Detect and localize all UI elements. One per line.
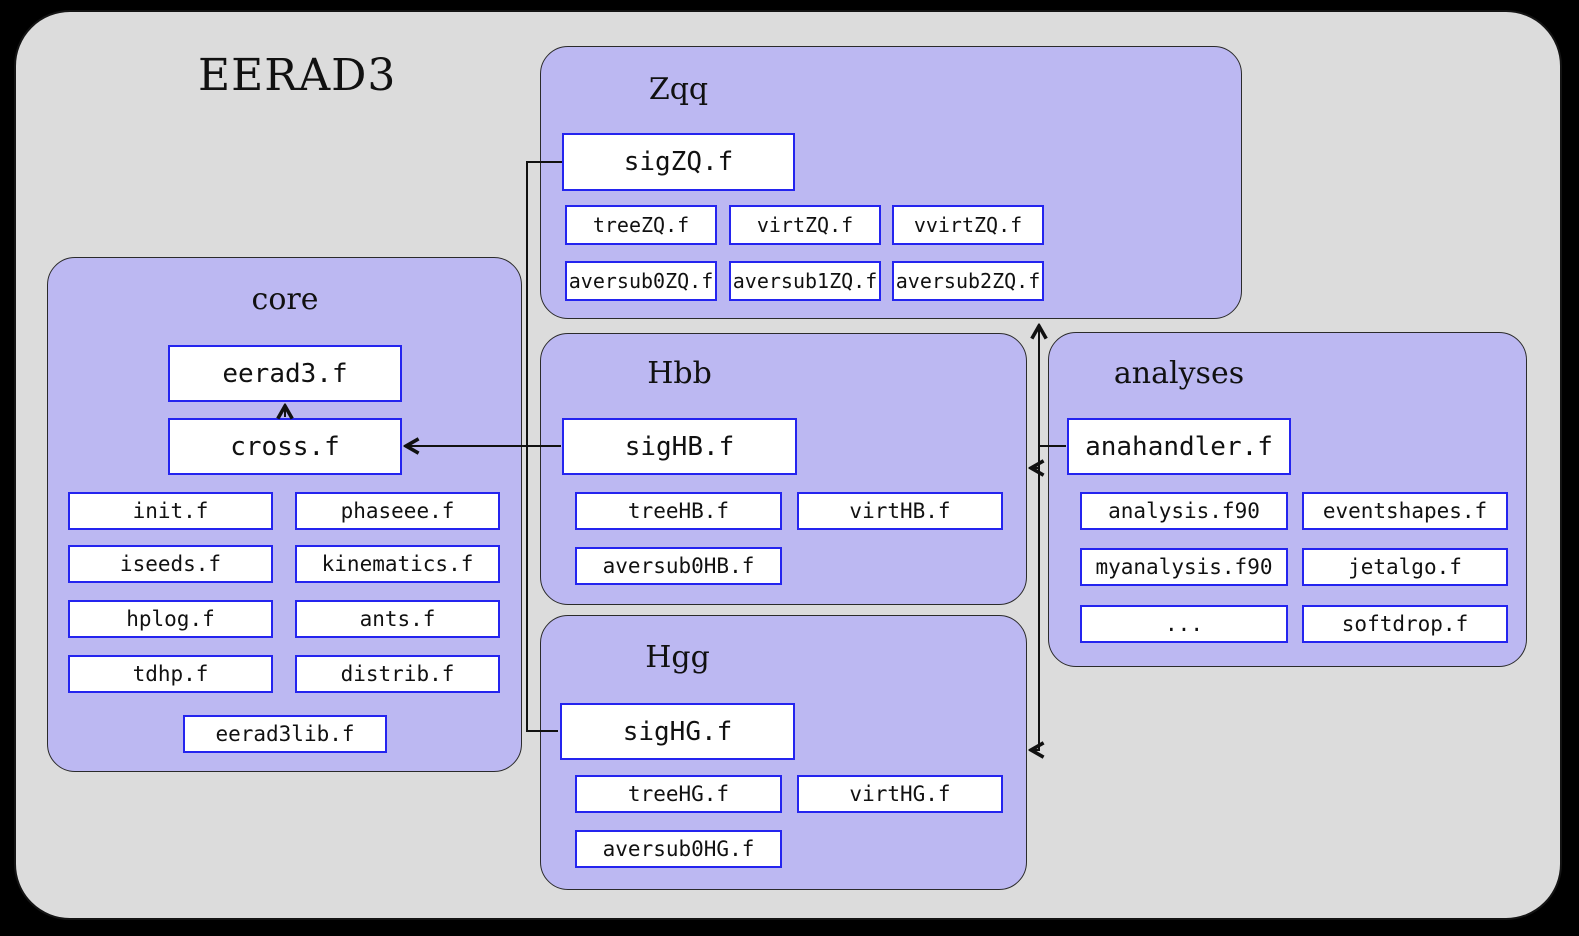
node-eerad3-f: eerad3.f [168, 345, 402, 402]
node-aversub0hb-f: aversub0HB.f [575, 547, 782, 585]
node-treehb-f: treeHB.f [575, 492, 782, 530]
node-eerad3lib-f: eerad3lib.f [183, 715, 387, 753]
node-distrib-f: distrib.f [295, 655, 500, 693]
node-aversub0zq-f: aversub0ZQ.f [565, 261, 717, 301]
node-hplog-f: hplog.f [68, 600, 273, 638]
node-cross-f: cross.f [168, 418, 402, 475]
node-aversub0hg-f: aversub0HG.f [575, 830, 782, 868]
node-vvirtzq-f: vvirtZQ.f [892, 205, 1044, 245]
node-treehg-f: treeHG.f [575, 775, 782, 813]
node-treezq-f: treeZQ.f [565, 205, 717, 245]
node-virthb-f: virtHB.f [797, 492, 1003, 530]
node-tdhp-f: tdhp.f [68, 655, 273, 693]
node-aversub1zq-f: aversub1ZQ.f [729, 261, 881, 301]
group-hgg-label: Hgg [645, 640, 710, 675]
node-init-f: init.f [68, 492, 273, 530]
node-virtzq-f: virtZQ.f [729, 205, 881, 245]
node-eventshapes-f: eventshapes.f [1302, 492, 1508, 530]
group-core-label: core [251, 282, 319, 317]
group-zqq-label: Zqq [648, 72, 709, 107]
node-anahandler-f: anahandler.f [1067, 418, 1291, 475]
group-analyses-label: analyses [1113, 356, 1245, 391]
node-sigzq-f: sigZQ.f [562, 133, 795, 191]
node-sighb-f: sigHB.f [562, 418, 797, 475]
group-hbb-label: Hbb [647, 356, 712, 391]
node-ants-f: ants.f [295, 600, 500, 638]
node-virthg-f: virtHG.f [797, 775, 1003, 813]
node-myanalysis-f90: myanalysis.f90 [1080, 548, 1288, 586]
node-ellipsis: ... [1080, 605, 1288, 643]
node-aversub2zq-f: aversub2ZQ.f [892, 261, 1044, 301]
node-analysis-f90: analysis.f90 [1080, 492, 1288, 530]
node-iseeds-f: iseeds.f [68, 545, 273, 583]
diagram-title: EERAD3 [198, 50, 397, 101]
node-kinematics-f: kinematics.f [295, 545, 500, 583]
node-jetalgo-f: jetalgo.f [1302, 548, 1508, 586]
node-phaseee-f: phaseee.f [295, 492, 500, 530]
node-softdrop-f: softdrop.f [1302, 605, 1508, 643]
node-sighg-f: sigHG.f [560, 703, 795, 760]
